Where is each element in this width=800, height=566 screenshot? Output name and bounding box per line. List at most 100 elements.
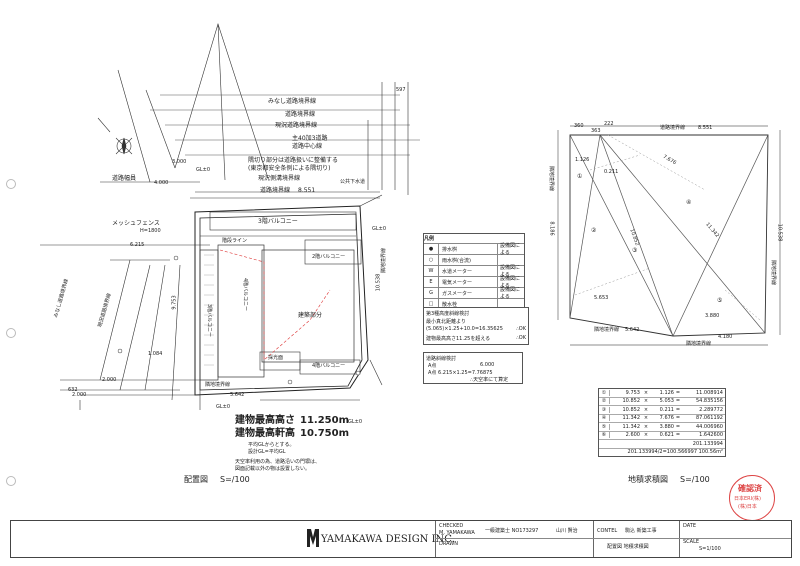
sheet-title: 配置図 地積求積図 [607,544,649,550]
label-cut-note2: (東京都安全条例による隅切り) [248,165,331,172]
legend-row: □散水栓 [424,298,524,309]
area-section-1: ① [577,173,583,180]
table-sum-row: 201.133994 [599,439,725,448]
title-block: YAMAKAWA DESIGN INC. CHECKED M. YAMAKAWA… [10,520,792,558]
site-plan-title: 配置図 [184,475,208,484]
table-total-m: 100.56m² [698,449,723,456]
label-current-side: 現況側溝境界線 [258,175,301,182]
tb-sep-2 [593,521,594,557]
area-d1: 1.126 [575,157,590,163]
license-name: 山川 賢治 [556,528,578,534]
label-public-sewer: 公共下水道 [340,179,366,185]
approval-stamp: 確認済 日本ERI(株) (株)日本 [729,475,775,521]
calc1-ok2: ∴OK [515,335,526,341]
label-dim-5642: 5.642 [230,392,245,398]
label-light-area: 採光面 [268,355,284,361]
legend-row: ●排水桝設備図による [424,243,524,256]
calc1-line3: 建物最高高さ11.25を超える [426,336,491,342]
calc1-line1: 最小真北距離より [426,319,466,325]
label-dim-3000: 3.000 [172,159,187,165]
label-stairs-note: 階段ライン [222,238,248,244]
company-name: YAMAKAWA DESIGN INC. [321,534,455,545]
checked-name: M. YAMAKAWA [439,530,475,536]
binder-hole-bottom [6,476,16,486]
label-dim-9753: 9.753 [171,295,178,310]
scale-value: S=1/100 [699,546,721,552]
calc1-title: 第3種高度斜線検討 [426,311,470,317]
label-dim-2000: 2.000 [102,377,117,383]
company-logo-icon [307,529,319,547]
calc1-line2: (5.065)×1.25+10.0=16.35625 [426,326,503,332]
label-mesh-fence: メッシュフェンス [112,220,160,227]
label-gl-zero-1: GL±0 [196,167,211,173]
label-dim-1084: 1.084 [148,351,163,357]
area-plan-title: 地積求積図 [628,475,668,484]
label-dim-2000b: 2.000 [72,392,87,398]
legend-head: 凡例 [424,236,435,242]
label-length-8551: 8.551 [298,187,316,194]
table-total: 201.133994/2=100.566997 [627,449,698,456]
label-cut-note1: 隅切り部分は道路扱いに整備する [248,157,339,164]
area-top-len: 8.551 [698,125,713,131]
north-arrow-icon [97,117,133,155]
legend-row: ○雨水桝(合流) [424,254,524,265]
label-existing-road: 現況道路境界線 [275,122,318,129]
label-gl-zero-3: GL±0 [348,419,363,425]
area-bottom-label: 隣地境界線 [594,327,620,333]
note-exempt-2: 図面記載以外の物は設置しない。 [235,466,311,472]
label-balcony-3f-left: 3階バルコニー [206,303,213,338]
site-plan-scale: S=/100 [220,475,250,484]
label-balcony-4f: 4階バルコニー [312,363,346,369]
binder-hole-top [6,179,16,189]
area-left-len: 8.186 [548,221,555,236]
max-eaves-label: 建物最高軒高 [235,428,295,439]
label-road-center: 道路中心線 [292,143,323,150]
label-balcony-4f-left: 4階バルコニー [242,277,249,312]
label-neighbor-right: 隣地境界線 [381,247,388,274]
area-section-5: ⑤ [717,297,723,304]
label-road-boundary-2: 道路境界線 [260,187,291,194]
stamp-line1: 確認済 [738,484,762,493]
label-planned-road: 主40加3道路 [292,135,328,142]
note-flat-gl: 平均GLからとする。 [248,442,295,448]
calc1-ok1: ∴OK [515,326,526,332]
label-dim-597: 597 [396,87,406,93]
project-code: CONTEL [597,528,618,534]
stamp-line2: 日本ERI(株) [734,496,762,502]
label-minashi-road: みなし道路境界線 [268,98,317,105]
area-diag4: 5.653 [594,295,609,301]
note-exempt: 天空率利用の為、道路沿いの門塀は、 [235,459,321,465]
label-dim-4000: 4.000 [154,180,169,186]
area-top-b: 363 [591,128,601,134]
area-top-c: 222 [604,121,614,127]
binder-hole-middle [6,328,16,338]
area-bottom-right-label: 隣地境界線 [686,341,712,347]
label-balcony-2f: 2階バルコニー [312,254,346,260]
max-height-value: 11.250m [300,415,350,426]
calc2-line2: A点 6.215×1.25=7.76875 [428,370,493,376]
calc2-title: 道路斜線検討 [426,356,457,362]
label-road-boundary: 道路境界線 [285,111,316,118]
area-right-label: 隣地境界線 [770,259,777,286]
area-right-len: 10.538 [776,223,783,242]
area-section-2: ② [591,227,597,234]
label-mesh-height: H=1800 [140,228,161,234]
area-top-a: 360 [574,123,584,129]
date-label: DATE [683,523,697,529]
scale-label: SCALE [683,539,700,545]
license: 一級建築士 NO173297 [485,528,539,534]
label-gl-zero-2: GL±0 [372,226,387,232]
max-eaves-value: 10.750m [300,428,350,439]
road-calc-box: 道路斜線検討 A点 6.000 A点 6.215×1.25=7.76875 ∴天… [423,352,523,384]
area-bottom-right: 4.180 [718,334,733,340]
